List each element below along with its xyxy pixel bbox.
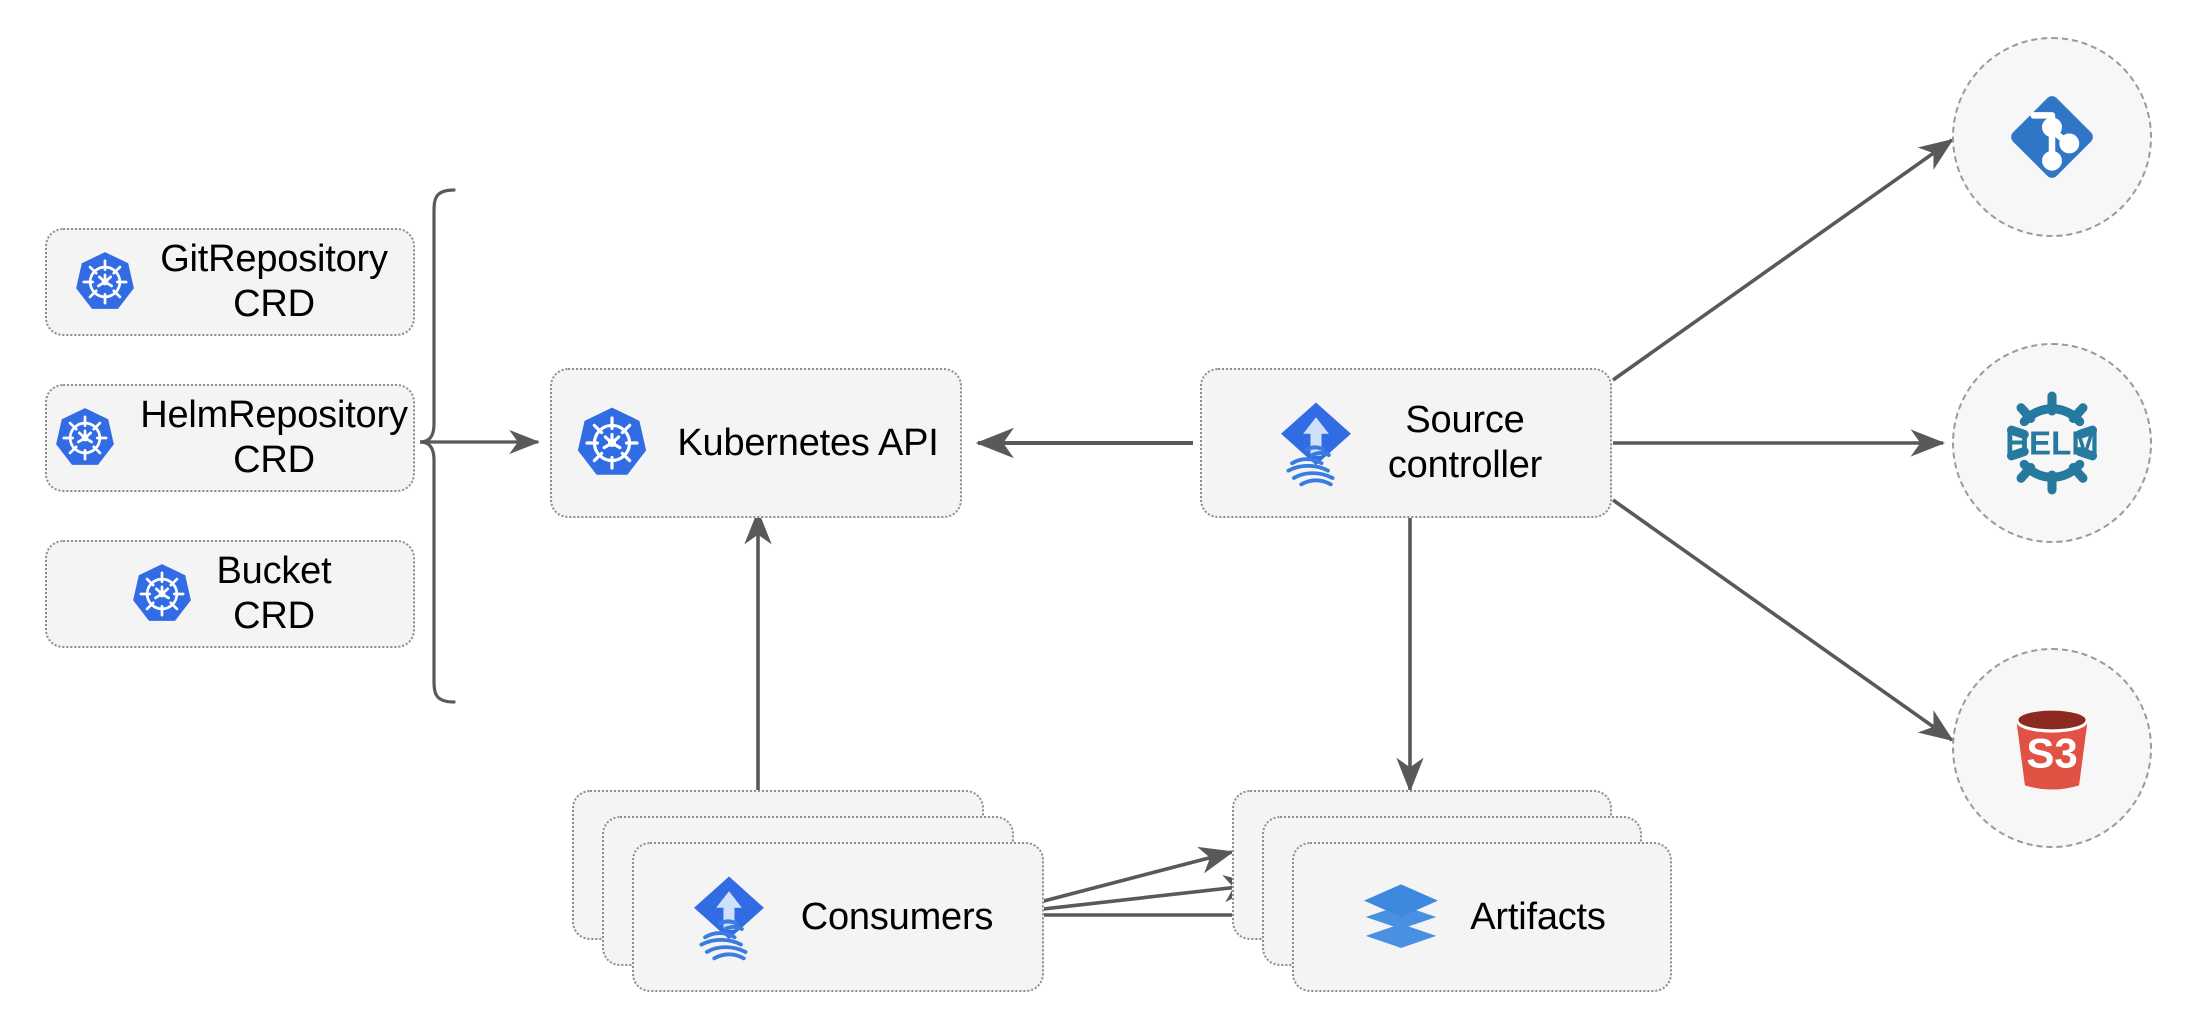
flux-icon [683, 871, 775, 963]
crd-card-bucket[interactable]: Bucket CRD [45, 540, 415, 648]
artifacts-node[interactable]: Artifacts [1292, 842, 1672, 992]
arrow-source-to-s3 [1611, 498, 1954, 742]
kubernetes-api-node[interactable]: Kubernetes API [550, 368, 962, 518]
consumers-label: Consumers [800, 895, 994, 938]
crd-label: GitRepository CRD [160, 238, 388, 325]
external-source-git[interactable] [1952, 37, 2152, 237]
git-icon [1998, 83, 2106, 191]
flux-icon [1270, 397, 1362, 489]
consumers-node[interactable]: Consumers [632, 842, 1044, 992]
kubernetes-icon [573, 404, 651, 482]
crd-card-helmrepository[interactable]: HelmRepository CRD [45, 384, 415, 492]
helm-wordmark: HELM [2005, 426, 2099, 463]
artifacts-label: Artifacts [1470, 895, 1606, 938]
external-source-s3[interactable]: S3 [1952, 648, 2152, 848]
arrow-source-to-git [1611, 138, 1954, 382]
kubernetes-icon [129, 561, 195, 627]
helm-icon: HELM [1988, 379, 2116, 507]
crd-group-brace [419, 188, 540, 704]
layers-icon [1358, 874, 1444, 960]
s3-wordmark: S3 [2026, 730, 2077, 777]
s3-bucket-icon: S3 [1996, 692, 2108, 804]
kubernetes-api-label: Kubernetes API [677, 421, 939, 464]
external-source-helm[interactable]: HELM [1952, 343, 2152, 543]
crd-label: HelmRepository CRD [140, 394, 408, 481]
source-controller-label: Source controller [1387, 399, 1543, 486]
crd-label: Bucket CRD [216, 550, 332, 637]
source-controller-node[interactable]: Source controller [1200, 368, 1612, 518]
kubernetes-icon [52, 405, 118, 471]
kubernetes-icon [72, 249, 138, 315]
crd-card-gitrepository[interactable]: GitRepository CRD [45, 228, 415, 336]
